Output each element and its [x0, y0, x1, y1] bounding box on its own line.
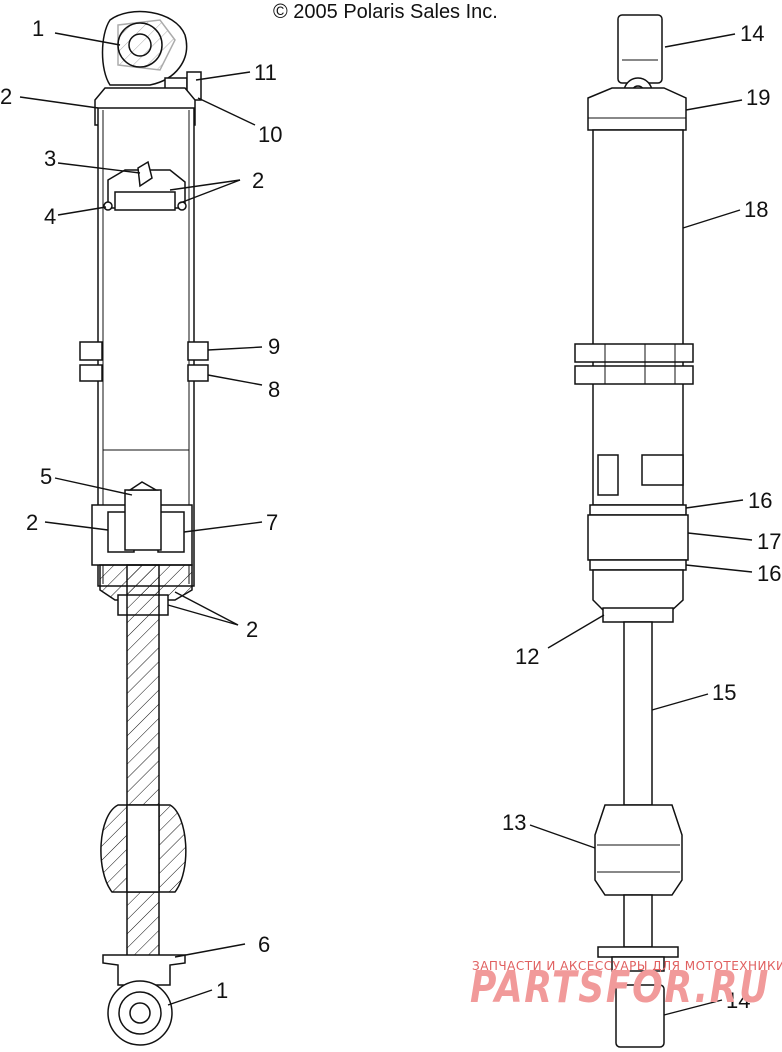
left-shock-cutaway — [79, 10, 209, 1046]
callout-14-bottom: 14 — [726, 988, 750, 1013]
piston-shim-right — [157, 511, 185, 553]
watermark-brand: PARTSFOR.RU — [470, 962, 770, 1013]
bottom-eyelet-bore — [129, 1002, 151, 1024]
right-callouts: 14 19 18 16 17 16 12 15 13 14 — [502, 21, 781, 1013]
wiper-seal-b — [589, 559, 687, 571]
callout-2-piston: 2 — [252, 168, 264, 193]
oring-upper — [177, 201, 187, 211]
watermark-tagline: ЗАПЧАСТИ И АКСЕССУАРЫ ДЛЯ МОТОТЕХНИКИ — [472, 959, 782, 973]
callout-2-cap: 2 — [0, 84, 12, 109]
callout-4: 4 — [44, 204, 56, 229]
callout-7: 7 — [266, 510, 278, 535]
callout-1-top: 1 — [32, 16, 44, 41]
damper-shaft — [126, 564, 160, 978]
callout-15: 15 — [712, 680, 736, 705]
callout-8: 8 — [268, 377, 280, 402]
callout-1-bottom: 1 — [216, 978, 228, 1003]
callout-11: 11 — [254, 60, 277, 85]
callout-5: 5 — [40, 464, 52, 489]
seal-ring-right — [602, 607, 674, 623]
callout-16-lower: 16 — [757, 561, 781, 586]
lock-ring-left — [79, 364, 103, 382]
callout-12: 12 — [515, 644, 539, 669]
left-callouts: 1 2 3 2 4 11 10 9 8 5 2 7 2 6 1 — [0, 16, 282, 1003]
preload-collar-right — [187, 341, 209, 361]
shaft-right — [623, 621, 653, 806]
logo-mark — [597, 454, 619, 496]
callout-18: 18 — [744, 197, 768, 222]
top-cap-right — [587, 87, 687, 131]
callout-3: 3 — [44, 146, 56, 171]
callout-10: 10 — [258, 122, 282, 147]
callout-16-upper: 16 — [748, 488, 772, 513]
bottom-eyelet-right — [615, 984, 665, 1048]
shaft-lower-right — [623, 894, 653, 948]
right-shock-exterior — [574, 14, 694, 1048]
callout-13: 13 — [502, 810, 526, 835]
watermark: ЗАПЧАСТИ И АКСЕССУАРЫ ДЛЯ МОТОТЕХНИКИ PA… — [470, 959, 782, 1013]
top-eyelet-section — [117, 19, 176, 71]
shock-body-right — [592, 129, 684, 506]
bottom-out-bumper-right — [594, 804, 683, 896]
piston-body — [114, 191, 176, 211]
bottom-clevis-right — [597, 946, 679, 958]
bottom-clevis — [102, 954, 186, 986]
callout-19: 19 — [746, 85, 770, 110]
piston-valve-core — [137, 160, 153, 188]
bumper-sleeve — [587, 514, 689, 561]
callout-2-bottom: 2 — [246, 617, 258, 642]
left-leaders — [19, 32, 263, 1006]
wiper-seal-a — [589, 504, 687, 516]
callout-2-mid: 2 — [26, 510, 38, 535]
callout-14-top: 14 — [740, 21, 764, 46]
right-leaders — [529, 33, 753, 1016]
top-eyelet-right — [617, 14, 663, 84]
logo-wordmark — [641, 454, 684, 486]
seal-head-right — [592, 569, 684, 613]
callout-17: 17 — [757, 529, 781, 554]
copyright-text: © 2005 Polaris Sales Inc. — [273, 1, 498, 23]
preload-collar-left — [79, 341, 103, 361]
oring-4 — [103, 201, 113, 211]
callout-6: 6 — [258, 932, 270, 957]
callout-9: 9 — [268, 334, 280, 359]
piston-nut — [124, 489, 162, 551]
lock-ring-right — [187, 364, 209, 382]
